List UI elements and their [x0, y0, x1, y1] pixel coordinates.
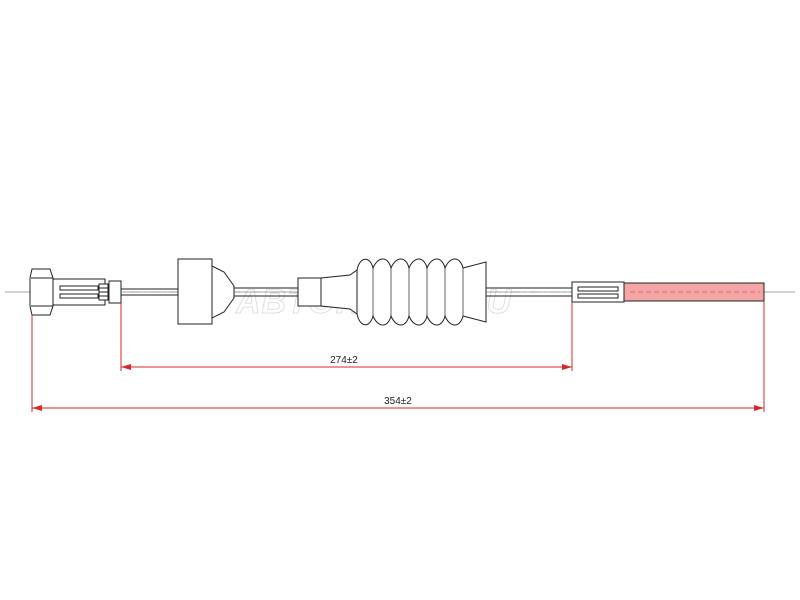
- ferrule: [108, 280, 178, 304]
- sleeve-tube: [297, 269, 358, 315]
- dimension-inner-label: 274±2: [330, 355, 358, 366]
- rubber-boot: [356, 258, 487, 326]
- mounting-grommet: [177, 258, 298, 325]
- threaded-rod: [623, 282, 765, 302]
- dimension-inner: 274±2: [121, 355, 572, 370]
- left-end-fitting: [29, 268, 109, 316]
- right-end-fitting: [571, 281, 625, 303]
- dimension-overall-label: 354±2: [384, 396, 412, 407]
- dimension-overall: 354±2: [32, 396, 764, 411]
- inner-cable: [486, 287, 572, 297]
- extension-lines: [31, 301, 765, 412]
